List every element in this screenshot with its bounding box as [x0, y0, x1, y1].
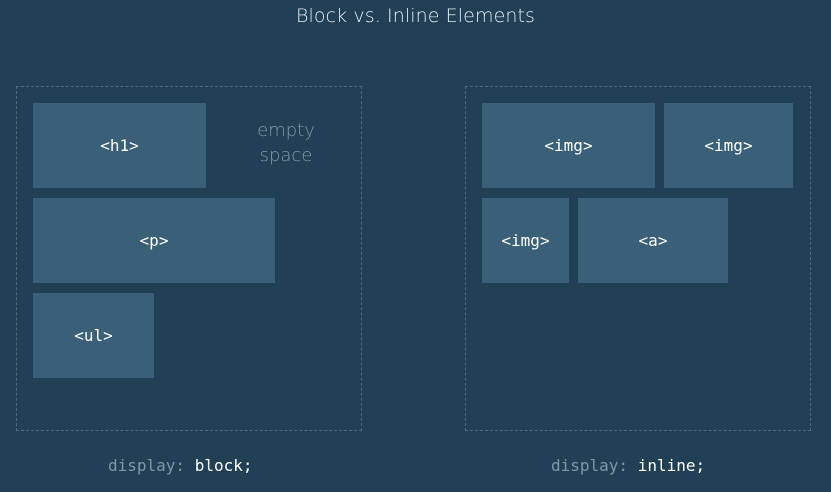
- img-inline-box-2: <img>: [664, 103, 793, 188]
- img-inline-box-1: <img>: [482, 103, 655, 188]
- block-caption-value: block;: [194, 456, 253, 475]
- inline-caption-property: display:: [551, 456, 638, 475]
- block-caption: display: block;: [108, 456, 253, 475]
- a-inline-box: <a>: [578, 198, 728, 283]
- empty-space-line-1: empty: [257, 120, 315, 141]
- empty-space-label: empty space: [236, 118, 336, 168]
- inline-caption-value: inline;: [637, 456, 706, 475]
- img-inline-box-3: <img>: [482, 198, 569, 283]
- block-caption-property: display:: [108, 456, 195, 475]
- h1-block-box: <h1>: [33, 103, 206, 188]
- block-panel: [16, 86, 362, 431]
- empty-space-line-2: space: [259, 145, 313, 166]
- ul-block-box: <ul>: [33, 293, 154, 378]
- inline-caption: display: inline;: [551, 456, 705, 475]
- diagram-title: Block vs. Inline Elements: [295, 5, 536, 27]
- p-block-box: <p>: [33, 198, 275, 283]
- inline-panel: [465, 86, 811, 431]
